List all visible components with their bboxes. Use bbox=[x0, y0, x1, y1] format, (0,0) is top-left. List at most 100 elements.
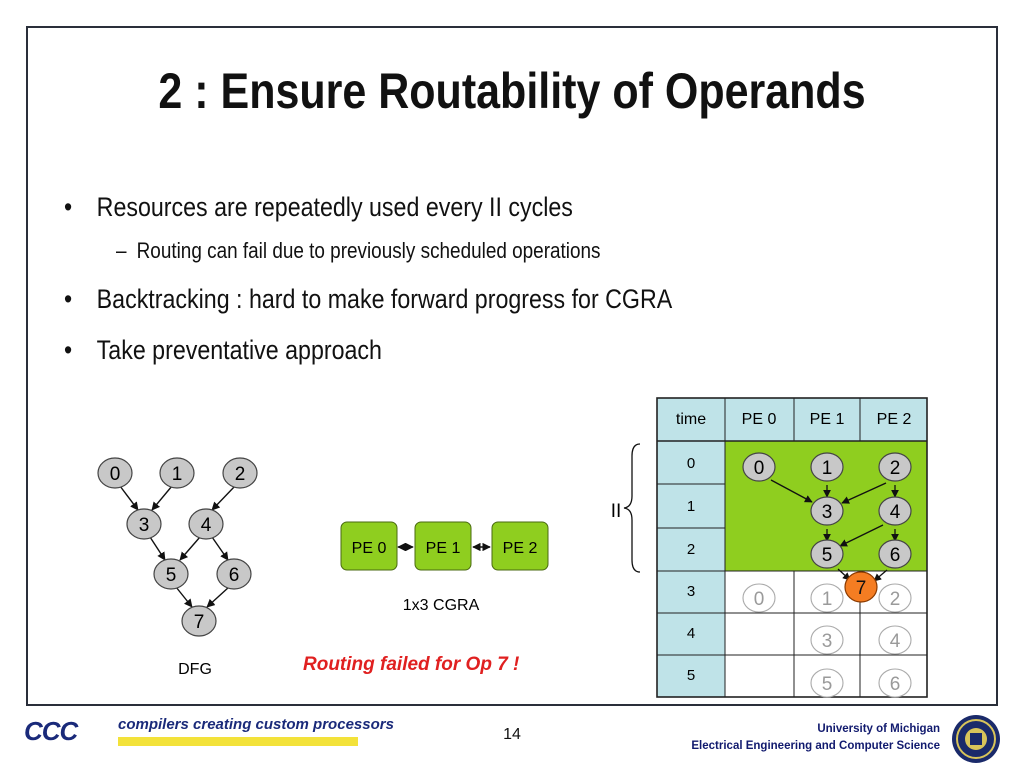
cgra-pe-1: PE 1 bbox=[414, 521, 472, 571]
header-row-bg bbox=[657, 398, 927, 441]
dfg-node-5: 5 bbox=[153, 558, 189, 590]
dfg-edge-1-3 bbox=[151, 485, 173, 511]
schedule-arrows bbox=[770, 479, 899, 582]
time-column-bg bbox=[657, 441, 725, 697]
sched-edge-2-4-cross bbox=[841, 482, 887, 504]
slide-title: 2 : Ensure Routability of Operands bbox=[158, 63, 866, 119]
cgra-label: 1x3 CGRA bbox=[403, 597, 480, 614]
ghost-op-6: 6 bbox=[878, 668, 912, 698]
op-label: 4 bbox=[890, 502, 901, 523]
op-label: 1 bbox=[822, 458, 833, 479]
ghost-label: 4 bbox=[890, 631, 901, 652]
dfg-node-label: 5 bbox=[166, 565, 177, 586]
dfg-node-7: 7 bbox=[181, 605, 217, 637]
department-name: Electrical Engineering and Computer Scie… bbox=[691, 740, 940, 752]
dfg-edges bbox=[119, 485, 236, 608]
dfg-node-label: 3 bbox=[139, 515, 150, 536]
scheduled-ops: 0 1 2 3 4 5 6 bbox=[742, 452, 912, 569]
time-cell: 5 bbox=[687, 667, 695, 684]
slide-number: 14 bbox=[503, 726, 521, 743]
header-time: time bbox=[676, 411, 706, 428]
sched-edge-0-3 bbox=[770, 479, 813, 503]
dfg-node-2: 2 bbox=[222, 457, 258, 489]
ghost-op-1: 1 bbox=[810, 583, 844, 613]
dfg-node-3: 3 bbox=[126, 508, 162, 540]
cgra-pe-2: PE 2 bbox=[491, 521, 549, 571]
sub-bullet-mark: – bbox=[116, 238, 127, 263]
sub-bullet-text: Routing can fail due to previously sched… bbox=[136, 238, 601, 263]
dfg-node-4: 4 bbox=[188, 508, 224, 540]
university-credit: University of Michigan Electrical Engine… bbox=[691, 721, 940, 755]
failed-op-7: 7 bbox=[844, 571, 878, 603]
dfg-node-label: 6 bbox=[229, 565, 240, 586]
ccc-logo: CCC bbox=[24, 716, 78, 746]
sched-op-6: 6 bbox=[878, 539, 912, 569]
sched-op-1: 1 bbox=[810, 452, 844, 482]
bullet-text: Resources are repeatedly used every II c… bbox=[96, 192, 573, 222]
dfg-edge-6-7 bbox=[206, 586, 230, 608]
dfg-node-label: 2 bbox=[235, 464, 246, 485]
bullet-text: Backtracking : hard to make forward prog… bbox=[96, 284, 673, 314]
bullet-text: Take preventative approach bbox=[96, 335, 382, 365]
bullet-resources: • Resources are repeatedly used every II … bbox=[64, 192, 573, 223]
cgra-pe-label: PE 1 bbox=[426, 540, 461, 557]
dfg-edge-4-6 bbox=[211, 536, 229, 561]
sub-bullet-routing: –Routing can fail due to previously sche… bbox=[116, 238, 600, 264]
dfg-node-6: 6 bbox=[216, 558, 252, 590]
dfg-node-label: 0 bbox=[110, 464, 121, 485]
table-headers: time PE 0 PE 1 PE 2 bbox=[676, 411, 912, 428]
time-cell: 0 bbox=[687, 455, 695, 472]
dfg-nodes: 0 1 2 3 4 5 6 7 bbox=[97, 457, 258, 637]
cgra-pe-label: PE 0 bbox=[352, 540, 387, 557]
ghost-label: 5 bbox=[822, 674, 833, 695]
ghost-op-5: 5 bbox=[810, 668, 844, 698]
routing-failed-message: Routing failed for Op 7 ! bbox=[303, 654, 520, 675]
time-cell: 4 bbox=[687, 625, 695, 642]
dfg-edge-2-4 bbox=[211, 485, 236, 511]
sched-op-4: 4 bbox=[878, 496, 912, 526]
dfg-label: DFG bbox=[178, 661, 212, 678]
op-label: 6 bbox=[890, 545, 901, 566]
header-pe1: PE 1 bbox=[810, 411, 845, 428]
bullet-mark: • bbox=[64, 192, 73, 222]
ghost-label: 2 bbox=[890, 589, 901, 610]
ghost-label: 3 bbox=[822, 631, 833, 652]
university-name: University of Michigan bbox=[817, 723, 940, 735]
table-border bbox=[656, 397, 928, 698]
op-label: 3 bbox=[822, 502, 833, 523]
dfg-node-label: 7 bbox=[194, 612, 205, 633]
ghost-label: 6 bbox=[890, 674, 901, 695]
ghost-ops: 0 1 2 3 4 5 6 bbox=[742, 583, 912, 698]
dfg-edge-0-3 bbox=[119, 485, 139, 511]
time-values: 0 1 2 3 4 5 bbox=[687, 455, 695, 684]
ghost-op-0: 0 bbox=[742, 583, 776, 613]
ghost-op-4: 4 bbox=[878, 625, 912, 655]
op-label: 2 bbox=[890, 458, 901, 479]
dfg-node-0: 0 bbox=[97, 457, 133, 489]
dfg-edge-4-5 bbox=[179, 536, 201, 561]
header-pe0: PE 0 bbox=[742, 411, 777, 428]
ghost-label: 0 bbox=[754, 589, 765, 610]
dfg-edge-5-7 bbox=[175, 586, 193, 608]
op-label: 0 bbox=[754, 458, 765, 479]
ghost-label: 1 bbox=[822, 589, 833, 610]
logo-tagline: compilers creating custom processors bbox=[118, 716, 394, 733]
time-cell: 2 bbox=[687, 541, 695, 558]
cgra-array: PE 0 PE 1 PE 2 bbox=[340, 521, 549, 571]
bullet-mark: • bbox=[64, 284, 73, 314]
op-label: 5 bbox=[822, 545, 833, 566]
sched-edge-4-5 bbox=[839, 524, 884, 547]
schedule-table: time PE 0 PE 1 PE 2 0 1 2 3 4 5 bbox=[656, 397, 928, 698]
dfg-node-label: 4 bbox=[201, 515, 212, 536]
cgra-pe-0: PE 0 bbox=[340, 521, 398, 571]
ii-label: II bbox=[611, 501, 622, 522]
dfg-edge-3-5 bbox=[149, 536, 166, 561]
logo-underline-bar bbox=[118, 737, 358, 746]
time-cell: 3 bbox=[687, 583, 695, 600]
cgra-pe-label: PE 2 bbox=[503, 540, 538, 557]
ii-brace: II bbox=[611, 443, 641, 573]
ii-brace-shape bbox=[623, 443, 641, 573]
bullet-preventative: •Take preventative approach bbox=[64, 335, 382, 366]
bullet-backtracking: • Backtracking : hard to make forward pro… bbox=[64, 284, 672, 315]
